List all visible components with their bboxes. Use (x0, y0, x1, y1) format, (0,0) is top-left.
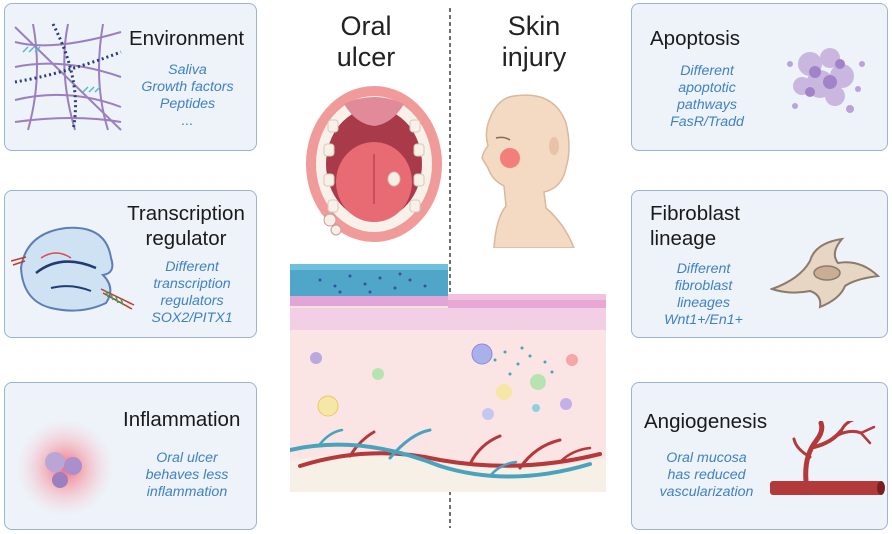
angiogenesis-details: Oral mucosa has reduced vascularization (659, 450, 754, 500)
environment-title: Environment (129, 27, 245, 50)
transcription-details: Different transcription regulators SOX2/… (151, 259, 233, 326)
apoptosis-details: Different apoptotic pathways FasR/Tradd (670, 63, 744, 130)
apoptosis-card: Apoptosis Different apoptotic pathways F… (631, 3, 888, 151)
blood-vessel-icon (770, 421, 885, 495)
angiogenesis-title: Angiogenesis (644, 410, 768, 433)
apoptosis-title: Apoptosis (650, 27, 741, 50)
apoptotic-cell-cluster-icon (787, 48, 865, 113)
fiber-mesh-icon (14, 23, 122, 131)
transcription-title: Transcription regulator (127, 202, 245, 250)
angiogenesis-card: Angiogenesis Oral mucosa has reduced vas… (631, 382, 888, 530)
open-mouth-illustration (306, 86, 442, 242)
inflammation-title: Inflammation (123, 408, 241, 431)
inflammation-card: Inflammation Oral ulcer behaves less inf… (4, 382, 257, 530)
transcription-regulator-card: Transcription regulator Different transc… (4, 190, 257, 338)
center-divider (449, 8, 451, 528)
oral-ulcer-heading: Oral ulcer (336, 11, 396, 72)
transcription-complex-icon (11, 226, 135, 312)
inflammation-details: Oral ulcer behaves less inflammation (145, 450, 229, 500)
head-profile-illustration (481, 94, 575, 248)
environment-details: Saliva Growth factors Peptides ... (141, 62, 234, 129)
environment-card: Environment Saliva Growth factors Peptid… (4, 3, 257, 151)
fibroblast-details: Different fibroblast lineages Wnt1+/En1+ (664, 261, 743, 328)
inflamed-cells-icon (17, 420, 113, 516)
tissue-cross-section (290, 264, 606, 492)
fibroblast-title: Fibroblast lineage (650, 202, 741, 250)
fibroblast-lineage-card: Fibroblast lineage Different fibroblast … (631, 190, 888, 338)
skin-injury-heading: Skin injury (501, 11, 567, 72)
fibroblast-cell-icon (770, 237, 880, 309)
